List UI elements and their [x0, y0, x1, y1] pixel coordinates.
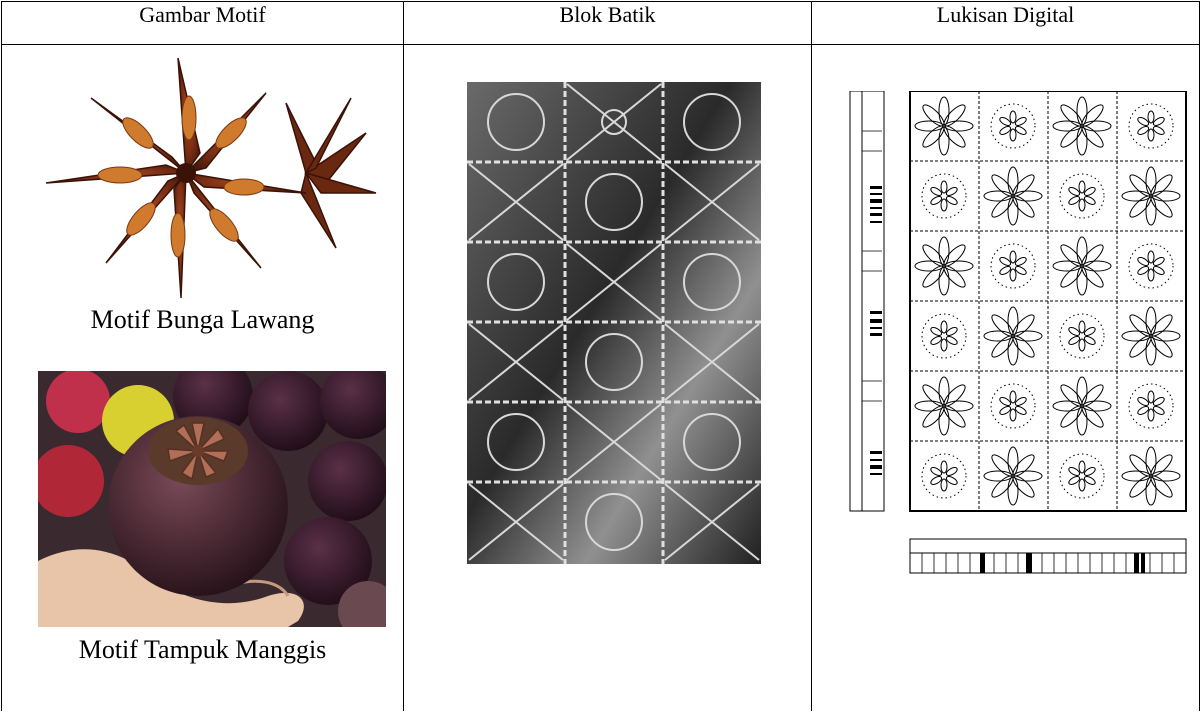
batik-block-icon	[467, 82, 761, 564]
header-gambar-motif: Gambar Motif	[1, 1, 404, 45]
header-blok-batik: Blok Batik	[403, 1, 812, 45]
caption-tampuk-manggis: Motif Tampuk Manggis	[78, 635, 327, 664]
cell-gambar-motif: Motif Bunga Lawang	[1, 44, 404, 711]
star-anise-photo	[36, 53, 384, 303]
cell-blok-batik	[403, 44, 812, 711]
digital-motif-drawing	[848, 91, 1188, 581]
star-anise-icon	[45, 57, 377, 299]
cell-lukisan-digital	[811, 44, 1200, 711]
header-row: Gambar Motif Blok Batik Lukisan Digital	[1, 1, 1200, 45]
digital-motif-icon	[849, 91, 1187, 574]
content-row: Motif Bunga Lawang	[1, 44, 1200, 711]
header-lukisan-digital: Lukisan Digital	[811, 1, 1200, 45]
caption-bunga-lawang: Motif Bunga Lawang	[90, 305, 315, 334]
batik-block-photo	[467, 82, 761, 564]
mangosteen-photo	[38, 371, 386, 627]
mangosteen-icon	[38, 371, 386, 627]
